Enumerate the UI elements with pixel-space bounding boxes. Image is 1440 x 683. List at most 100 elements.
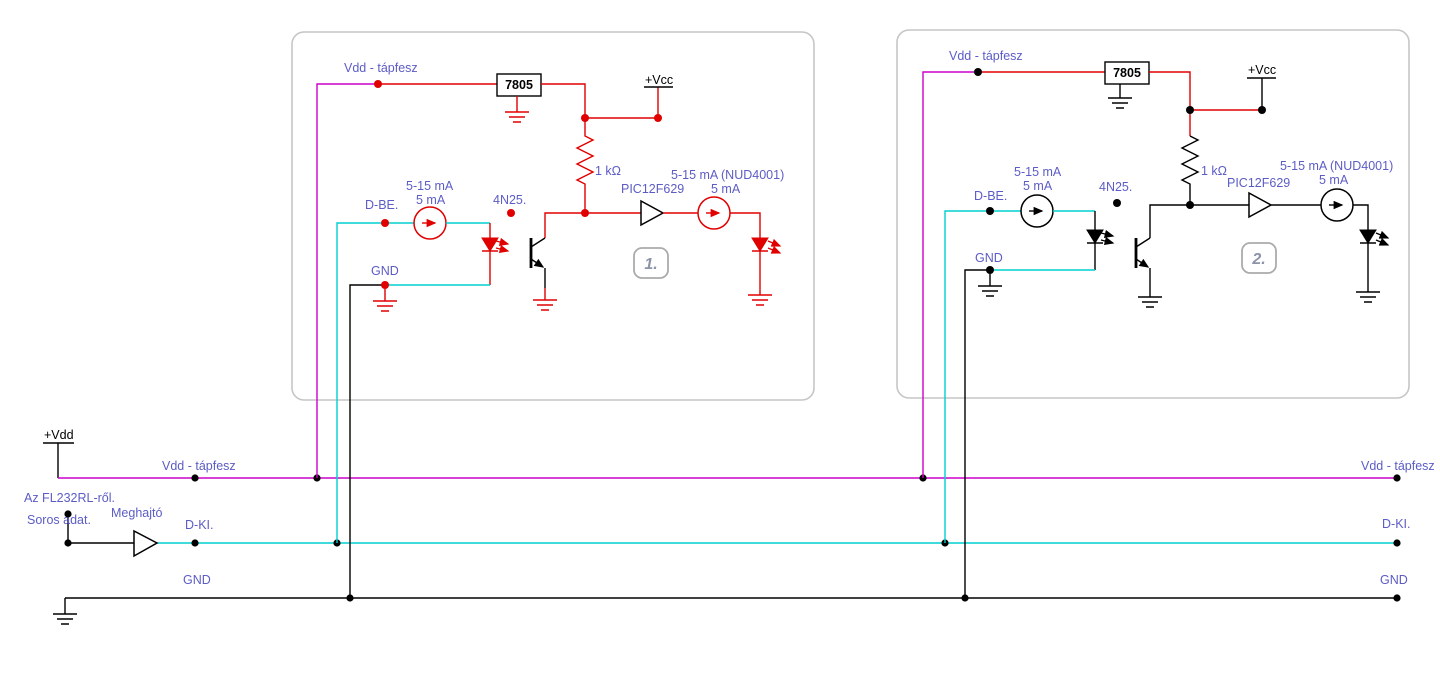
block1-node-wire — [544, 212, 641, 238]
junction-dot — [986, 266, 994, 274]
block1-opto-led-emission-arrow — [495, 237, 510, 247]
block1-gnd-ground-symbol — [373, 289, 397, 312]
driver-label: Meghajtó — [111, 506, 162, 520]
junction-dot — [986, 207, 994, 215]
junction-dot — [381, 219, 389, 227]
junction-dot — [974, 68, 982, 76]
source-label-line1: Az FL232RL-ről. — [24, 491, 115, 505]
gnd-bus-ground-symbol — [53, 598, 77, 625]
block2-dots — [974, 68, 1266, 274]
vdd-supply-symbol: +Vdd — [44, 428, 74, 442]
junction-dot — [191, 539, 199, 547]
block1-output-led-emission-arrow — [767, 245, 782, 254]
block2-in-current-value: 5 mA — [1023, 179, 1053, 193]
junction-dot — [1258, 106, 1266, 114]
block1-frame — [291, 31, 815, 401]
block1-badge: 1. — [644, 256, 657, 273]
block2-output-ground-symbol — [1356, 280, 1380, 303]
junction-dot — [1186, 201, 1194, 209]
block1-vdd-riser-wire — [316, 83, 378, 478]
block1-out-led-wire — [730, 212, 761, 238]
opto-marker-dot — [507, 209, 515, 217]
block2-badge-box — [1241, 242, 1277, 274]
bus-junction-dots — [64, 474, 1401, 602]
block2-opto-led-cathode — [1087, 242, 1103, 270]
block1-resistor-label: 1 kΩ — [595, 164, 621, 178]
block2-transistor-collector — [1135, 237, 1151, 248]
block2-regulator-label: 7805 — [1113, 66, 1141, 80]
block2-vcc-label: +Vcc — [1248, 63, 1276, 77]
block1-output-led-cathode — [752, 250, 768, 283]
block1-out-current-value: 5 mA — [711, 182, 741, 196]
block2-in-current-range: 5-15 mA — [1014, 165, 1062, 179]
block1-opto-label: 4N25. — [493, 193, 526, 207]
junction-dot — [1186, 106, 1194, 114]
block2-out-current-value: 5 mA — [1319, 173, 1349, 187]
junction-dot — [64, 539, 72, 547]
gnd-bus-label-right: GND — [1380, 573, 1408, 587]
block1-regulator-label: 7805 — [505, 78, 533, 92]
junction-dot — [64, 510, 72, 518]
junction-dot — [1393, 539, 1401, 547]
block1-output-led-icon — [751, 237, 769, 252]
block2-output-led-emission-arrow — [1375, 237, 1390, 246]
block1-mcu-label: PIC12F629 — [621, 182, 684, 196]
block2-gnd-label: GND — [975, 251, 1003, 265]
gnd-bus-label-left: GND — [183, 573, 211, 587]
block2-transistor-emitter — [1135, 258, 1150, 268]
block2-vdd-riser-wire — [922, 71, 974, 478]
block1-dots — [374, 80, 662, 289]
dout-bus-label-left: D-KI. — [185, 518, 213, 532]
block1-din-label: D-BE. — [365, 198, 398, 212]
junction-dot — [191, 474, 199, 482]
junction-dot — [581, 209, 589, 217]
block1-opto-led-cathode — [482, 250, 498, 285]
block1-badge-box — [633, 247, 669, 279]
block1-in-current-range: 5-15 mA — [406, 179, 454, 193]
block2-node-wire — [1149, 204, 1249, 238]
block1-output-ground-symbol — [748, 283, 772, 306]
driver-buffer-icon — [133, 529, 159, 558]
vdd-bus-label-right: Vdd - tápfesz — [1361, 459, 1435, 473]
block2: 7805 +Vcc 1 kΩ PIC12F629 5-15 mA (NUD400… — [922, 49, 1393, 598]
block2-supply-label: Vdd - tápfesz — [949, 49, 1023, 63]
block1-regulator-7805 — [496, 73, 542, 97]
block1-gnd-riser-wire — [349, 284, 383, 598]
block2-out-led-wire — [1353, 204, 1369, 230]
block1-vcc-label: +Vcc — [645, 73, 673, 87]
block1-transistor-ground-symbol — [533, 288, 557, 311]
block2-vcc-rail-wire — [1149, 71, 1262, 111]
bus-section: +Vdd Vdd - tápfesz Vdd - tápfesz Az FL23… — [24, 428, 1435, 625]
block1-supply-label: Vdd - tápfesz — [344, 61, 418, 75]
block1-transistor-emitter — [530, 258, 545, 268]
block1-gnd-label: GND — [371, 264, 399, 278]
block2-vcc-stem — [1247, 77, 1276, 110]
block2-opto-led-emission-arrow — [1100, 236, 1115, 246]
opto-marker-dot — [1113, 199, 1121, 207]
block2-din-label: D-BE. — [974, 189, 1007, 203]
block1-output-led-emission-arrow — [767, 238, 782, 247]
block2-regulator-7805 — [1104, 61, 1150, 85]
block2-output-led-cathode — [1360, 242, 1376, 280]
block2-regulator-ground-symbol — [1108, 84, 1132, 109]
block1-opto-led-icon — [481, 237, 499, 252]
junction-dot — [581, 114, 589, 122]
block2-opto-label: 4N25. — [1099, 180, 1132, 194]
block2-resistor — [1180, 135, 1200, 205]
block1-in-current-value: 5 mA — [416, 193, 446, 207]
block2-output-led-icon — [1359, 229, 1377, 244]
block1-regulator-ground-symbol — [505, 96, 529, 123]
source-label-line2: Soros adat. — [27, 513, 91, 527]
block2-opto-led-emission-arrow — [1100, 229, 1115, 239]
block2-out-current-range: 5-15 mA (NUD4001) — [1280, 159, 1393, 173]
block2-output-led-emission-arrow — [1375, 230, 1390, 239]
dout-bus-label-right: D-KI. — [1382, 517, 1410, 531]
block2-gnd-ground-symbol — [978, 274, 1002, 297]
block1-resistor — [575, 118, 595, 213]
block2-frame — [896, 29, 1410, 399]
block2-transistor-ground-symbol — [1138, 285, 1162, 308]
block2-mcu-label: PIC12F629 — [1227, 176, 1290, 190]
block1-mcu-buffer-icon — [640, 199, 665, 227]
